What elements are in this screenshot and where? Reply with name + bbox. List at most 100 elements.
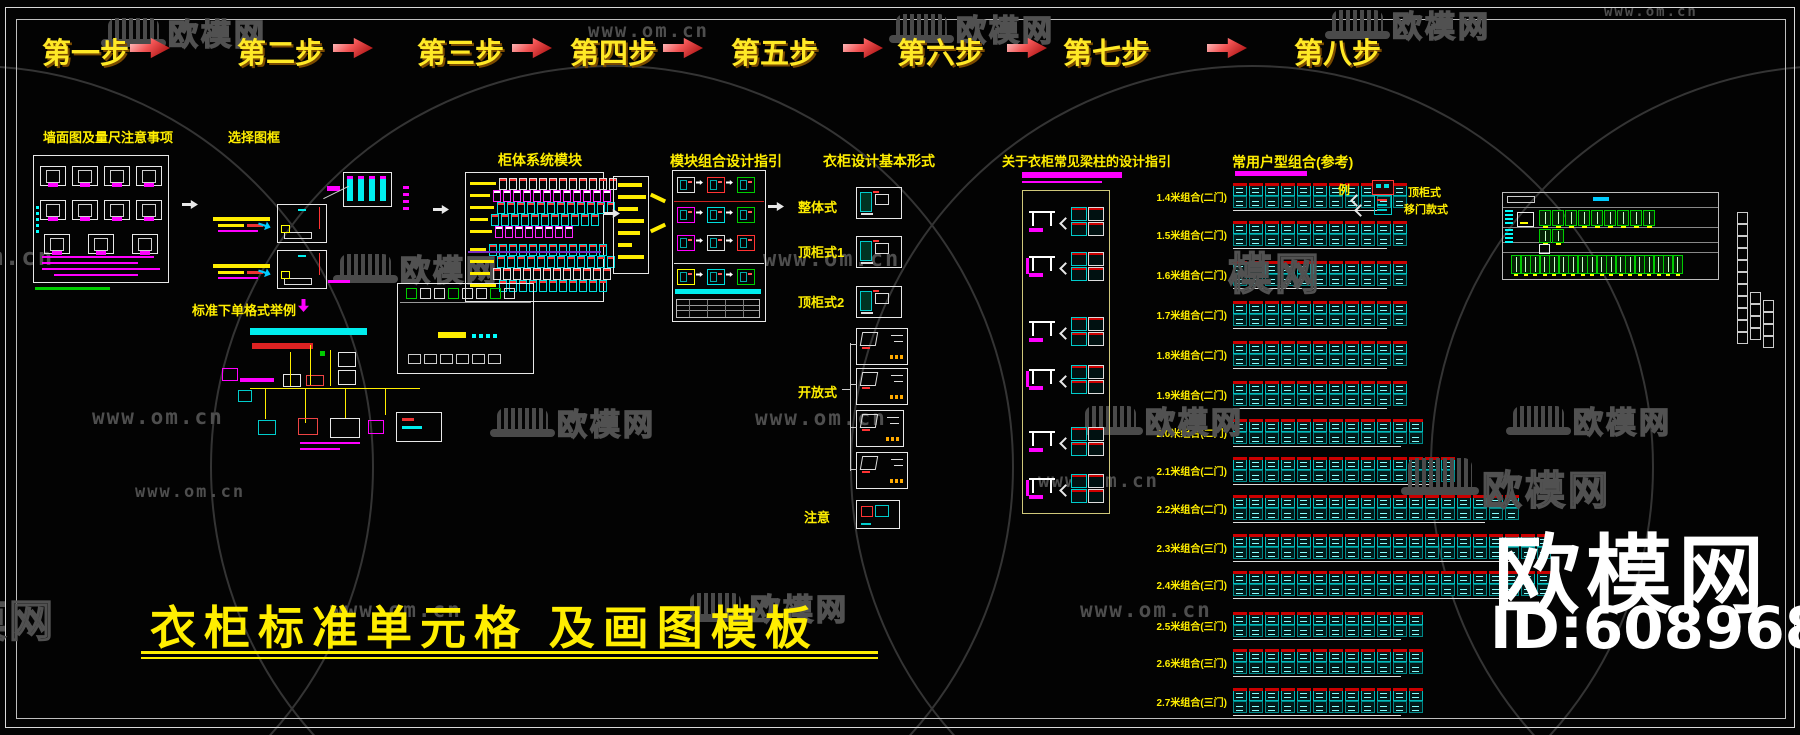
cad-glyph: [525, 226, 533, 238]
wall-frame-icon: [88, 234, 114, 255]
combo-cabinet-glyph: [1233, 508, 1247, 520]
combo-cabinet-glyph: [1345, 354, 1359, 366]
beam-cab-glyph: [1088, 474, 1104, 488]
combo-row-glyphs: [1233, 688, 1425, 716]
combo-cabinet-glyph: [1345, 221, 1359, 234]
cad-decor: [1089, 443, 1103, 445]
flow-arrow-icon: [433, 205, 449, 214]
arrow-icon: [726, 272, 733, 277]
combo-cabinet-glyph: [1521, 571, 1535, 584]
cad-glyph: [539, 280, 547, 292]
combo-row-label: 2.4米组合(三门): [1156, 581, 1227, 592]
door-glyph: [1663, 255, 1673, 276]
cad-glyph: [607, 256, 615, 268]
cad-glyph: [509, 178, 517, 190]
combo-cabinet-glyph: [1345, 261, 1359, 274]
cad-decor: [1029, 211, 1055, 213]
combo-cabinet-glyph: [1425, 547, 1439, 559]
cad-decor: [748, 273, 752, 275]
arrow-icon: [696, 272, 703, 277]
cad-glyph: [571, 214, 579, 226]
cad-glyph: [587, 256, 595, 268]
combo-cabinet-glyph: [1345, 457, 1359, 470]
combo-cabinet-glyph: [1537, 571, 1551, 584]
combo-cabinet-glyph: [1297, 508, 1311, 520]
cad-decor: [743, 300, 744, 317]
combo-cabinet-glyph: [1377, 221, 1391, 234]
combo-cabinet-glyph: [1329, 221, 1343, 234]
combo-cabinet-glyph: [1345, 571, 1359, 584]
combo-cabinet-glyph: [1281, 457, 1295, 470]
model-id: ID:608968: [1490, 594, 1800, 662]
combo-cabinet-glyph: [1505, 547, 1519, 559]
row-underline: [1233, 715, 1401, 716]
beam-cab-glyph: [1088, 332, 1104, 346]
cad-decor: [306, 375, 324, 386]
combo-cabinet-glyph: [1505, 584, 1519, 596]
cad-decor: [894, 341, 903, 342]
cad-glyph: [491, 214, 499, 226]
cad-glyph: [577, 202, 585, 214]
cad-decor: [875, 505, 889, 517]
combo-cabinet-glyph: [1265, 261, 1279, 274]
cad-decor: [1032, 433, 1034, 446]
cad-decor: [710, 272, 717, 282]
combo-cabinet-glyph: [1377, 649, 1391, 662]
cad-glyph: [549, 280, 557, 292]
cad-decor: [48, 217, 58, 221]
combo-cabinet-glyph: [1313, 662, 1327, 674]
cad-glyph: [523, 190, 531, 202]
cad-decor: [1089, 253, 1103, 255]
note-cell: [1750, 316, 1761, 328]
cad-decor: [1072, 208, 1086, 210]
module-guide-box: [672, 170, 766, 322]
combo-cabinet-glyph: [1265, 234, 1279, 246]
combo-cabinet-glyph: [1297, 381, 1311, 394]
cad-decor: [861, 523, 871, 525]
combo-cabinet-glyph: [1249, 571, 1263, 584]
combo-cabinet-glyph: [1265, 196, 1279, 208]
combo-cabinet-glyph: [1265, 701, 1279, 713]
cad-glyph: [493, 268, 501, 280]
cad-decor: [875, 243, 889, 254]
cad-glyph: [527, 256, 535, 268]
combo-cabinet-glyph: [1425, 571, 1439, 584]
cad-decor: [141, 657, 878, 659]
basic-form-label: 整体式: [798, 200, 838, 215]
flow-arrow-icon: [604, 209, 620, 218]
combo-cabinet-glyph: [1265, 688, 1279, 701]
url-watermark: www.om.cn: [1604, 4, 1698, 20]
combo-cabinet-glyph: [1489, 571, 1503, 584]
note-cell: [1763, 300, 1774, 312]
cad-decor: [718, 211, 722, 213]
cad-decor: [1050, 213, 1052, 226]
cad-decor: [347, 176, 353, 179]
cad-glyph: [551, 214, 559, 226]
combo-cabinet-glyph: [1297, 432, 1311, 444]
door-glyph: [1552, 210, 1564, 228]
cad-decor: [265, 389, 266, 419]
combo-cabinet-glyph: [1361, 196, 1375, 208]
combo-cabinet-glyph: [1409, 571, 1423, 584]
combo-cabinet-glyph: [1393, 625, 1407, 637]
door-glyph: [1615, 255, 1626, 276]
combo-cabinet-glyph: [1265, 301, 1279, 314]
cad-glyph: [497, 202, 505, 214]
cad-decor: [1022, 172, 1122, 178]
combo-cabinet-glyph: [1409, 547, 1423, 559]
module-row: [470, 244, 609, 262]
cad-decor: [358, 179, 364, 201]
sofa-icon: [889, 13, 954, 43]
combo-cabinet-glyph: [1233, 341, 1247, 354]
cad-decor: [859, 372, 879, 386]
combo-cabinet-glyph: [1393, 274, 1407, 286]
beam-corner-glyph: [1029, 211, 1057, 235]
combo-cabinet-glyph: [1345, 419, 1359, 432]
note-cell: [1737, 296, 1748, 308]
combo-cabinet-glyph: [1313, 274, 1327, 286]
combo-cabinet-glyph: [1345, 394, 1359, 406]
cad-glyph: [529, 244, 537, 256]
sheet-glyph: [424, 354, 437, 364]
combo-cabinet-glyph: [1249, 183, 1263, 196]
combo-cabinet-glyph: [1361, 457, 1375, 470]
